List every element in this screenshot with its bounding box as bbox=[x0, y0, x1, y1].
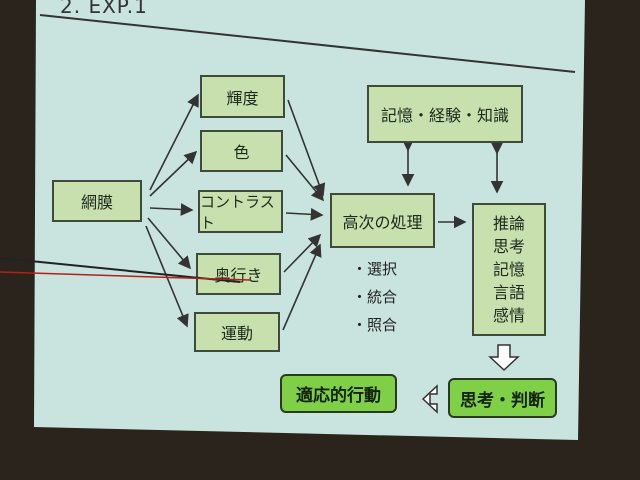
feature-depth: 奥行き bbox=[196, 253, 281, 295]
feature-motion: 運動 bbox=[194, 312, 280, 352]
function-item: 言語 bbox=[492, 283, 525, 302]
down-arrow-icon bbox=[488, 344, 520, 372]
bullet-select: ・選択 bbox=[352, 260, 398, 278]
functions-box: 推論 思考 記憶 言語 感情 bbox=[472, 203, 546, 336]
bullet-integrate: ・統合 bbox=[352, 288, 398, 306]
retina-box: 網膜 bbox=[52, 180, 142, 222]
function-item: 感情 bbox=[492, 306, 525, 325]
slide-title: 2. EXP.1 bbox=[60, 0, 148, 18]
feature-contrast: コントラスト bbox=[198, 190, 283, 233]
judgement-box: 思考・判断 bbox=[448, 378, 557, 418]
function-item: 推論 bbox=[492, 214, 525, 233]
memory-box: 記憶・経験・知識 bbox=[367, 85, 523, 143]
feature-luminance: 輝度 bbox=[200, 75, 285, 118]
bullet-match: ・照合 bbox=[352, 316, 398, 334]
title-underline bbox=[39, 14, 576, 73]
function-item: 思考 bbox=[492, 237, 525, 256]
behavior-box: 適応的行動 bbox=[280, 374, 397, 413]
higher-processing-box: 高次の処理 bbox=[330, 193, 435, 248]
function-item: 記憶 bbox=[492, 260, 525, 279]
left-arrow-icon bbox=[421, 384, 438, 414]
feature-color: 色 bbox=[200, 130, 283, 172]
